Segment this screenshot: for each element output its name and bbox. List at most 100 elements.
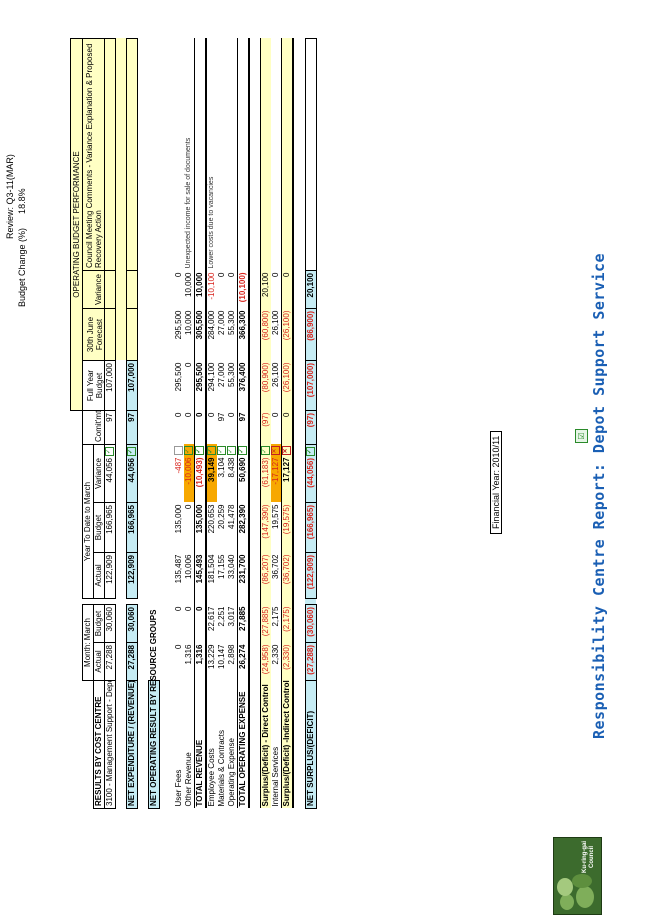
table-row: Operating Expense 2,898 3,017 33,040 41,…	[227, 38, 238, 808]
check-icon: ✓	[237, 446, 247, 456]
row-label: TOTAL OPERATING EXPENSE	[237, 680, 249, 809]
row-label: Surplus/(Deficit) -Indirect Control	[281, 680, 293, 809]
table-row: Surplus/(Deficit) - Direct Control (24,9…	[260, 38, 271, 809]
cell: 376,400	[237, 360, 249, 411]
cell: 10,147	[216, 644, 226, 669]
table-row: NET SURPLUS/(DEFICIT) (27,288) (30,060) …	[305, 38, 316, 809]
cell: 10,000	[194, 270, 206, 309]
ytd-actual-header: Actual	[93, 552, 105, 599]
performance-header: OPERATING BUDGET PERFORMANCE	[70, 38, 83, 411]
cell: 135,000	[194, 502, 206, 553]
row-label: Materials & Contracts	[216, 730, 226, 807]
cell: 39,149	[206, 457, 216, 482]
row-label: Operating Expense	[226, 738, 236, 807]
cell: 107,000	[104, 360, 116, 411]
cell-with-status: (61,183)✓	[260, 444, 271, 503]
cell: 0	[194, 604, 206, 643]
cell: 294,100	[206, 362, 216, 392]
cell: 44,056	[127, 458, 136, 483]
overall-status-check-icon: ☑	[575, 429, 588, 443]
cell: 295,500	[173, 310, 183, 340]
cell: (61,183)	[261, 457, 270, 488]
cell: 0	[281, 410, 293, 445]
cell: 2,898	[226, 644, 236, 665]
logo-text: Ku-ring-gai Council	[582, 841, 595, 873]
cell: 13,229	[206, 644, 216, 669]
cell: (2,330)	[281, 642, 293, 681]
table-row: 3100 - Management Support - Depot Ser 27…	[104, 38, 116, 809]
cell: 1,316	[183, 644, 193, 665]
cell: 231,700	[237, 552, 249, 599]
cell: 26,100	[271, 362, 280, 387]
check-icon: ✓	[206, 446, 216, 456]
cell: (10,100)	[237, 270, 249, 309]
cell: 22,617	[206, 606, 216, 631]
cell: 284,000	[206, 310, 216, 340]
row-label: Surplus/(Deficit) - Direct Control	[260, 680, 271, 809]
cell: (26,100)	[281, 308, 293, 361]
cell: 17,127	[282, 457, 291, 482]
cell: 122,909	[126, 552, 138, 599]
cell: 0	[226, 412, 236, 417]
cell: 166,965	[104, 502, 116, 553]
cell-with-status: (10,493)✓	[194, 444, 206, 503]
comment-cell	[227, 38, 238, 270]
cell: 135,487	[173, 554, 183, 584]
cell: 145,493	[194, 552, 206, 599]
results-by-cost-centre: RESULTS BY COST CENTRE	[93, 680, 105, 809]
cell: 26,100	[271, 310, 280, 335]
net-operating-result-header: NET OPERATING RESULT BY RESOURCE GROUPS	[148, 610, 160, 809]
cell: -10,100	[206, 272, 216, 300]
cell: 0	[194, 410, 206, 445]
cell: 19,575	[271, 504, 280, 529]
table-row: TOTAL OPERATING EXPENSE 26,274 27,885 23…	[237, 38, 249, 809]
cell-with-status: 8,438✓	[227, 445, 238, 503]
cell-with-status: -487	[174, 445, 184, 503]
cell: (24,958)	[260, 642, 271, 681]
cell: 33,040	[226, 554, 236, 579]
month-actual-header: Actual	[93, 642, 105, 681]
forecast-header: 30th June Forecast	[82, 308, 105, 361]
comments-header: Council Meeting Comments - Variance Expl…	[82, 38, 105, 271]
table-row: Other Revenue 1,316 0 10,006 0 -10,006✓ …	[183, 38, 194, 808]
cell: 36,702	[271, 554, 280, 579]
cell: 3,104	[216, 457, 226, 478]
cell: 0	[271, 412, 280, 417]
cell: 8,438	[226, 457, 236, 478]
cell: 3,017	[226, 606, 236, 627]
cell: (2,175)	[281, 604, 293, 643]
cell: -487	[173, 457, 183, 474]
review-period: Review: Q3-11(MAR)	[5, 154, 15, 239]
check-icon: ✓	[305, 447, 315, 456]
full-year-header: Full Year Budget	[82, 360, 105, 411]
budget-change-value: 18.8%	[17, 188, 27, 214]
cell: (122,909)	[305, 552, 316, 599]
status-empty-icon	[173, 446, 183, 456]
cell: 2,330	[271, 644, 280, 665]
cell-with-status: -10,006✓	[183, 444, 194, 503]
cell: (10,493)	[194, 457, 204, 488]
page-title: Responsibility Centre Report: Depot Supp…	[590, 252, 608, 739]
cell: 17,155	[216, 554, 226, 579]
cell: 305,500	[194, 308, 206, 361]
cell: (60,800)	[260, 308, 271, 361]
cell: (86,207)	[260, 552, 271, 599]
cell: 1,316	[194, 642, 206, 681]
cell: 27,000	[216, 362, 226, 387]
cell: -10,006	[183, 457, 193, 485]
cell: 0	[173, 412, 183, 417]
row-label: TOTAL REVENUE	[194, 680, 206, 809]
cell: (80,900)	[260, 360, 271, 411]
cell: 0	[183, 606, 193, 611]
cell: 166,965	[126, 502, 138, 553]
cell: (97)	[260, 410, 271, 445]
table-row: Internal Services 2,330 2,175 36,702 19,…	[271, 38, 282, 808]
cell: (19,575)	[281, 502, 293, 553]
cell: 2,251	[216, 606, 226, 627]
row-label: NET SURPLUS/(DEFICIT)	[305, 680, 316, 809]
cell: 295,500	[173, 362, 183, 392]
cell: 27,000	[216, 310, 226, 335]
cell: 0	[281, 270, 293, 309]
cell: 282,390	[237, 502, 249, 553]
